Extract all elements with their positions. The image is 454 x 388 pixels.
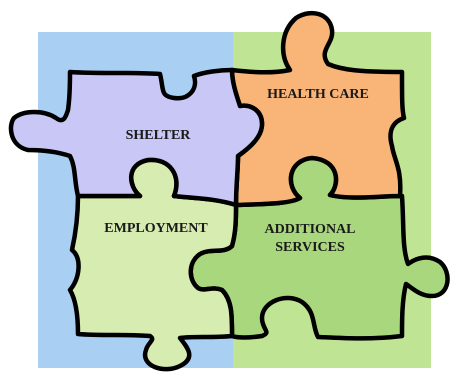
shelter-label: SHELTER bbox=[126, 128, 192, 143]
employment-label: EMPLOYMENT bbox=[104, 221, 208, 236]
shelter-piece bbox=[8, 67, 265, 208]
additional-services-label-line2: SERVICES bbox=[275, 240, 345, 255]
health-care-label: HEALTH CARE bbox=[267, 87, 369, 102]
additional-services-label-line1: ADDITIONAL bbox=[264, 222, 355, 237]
